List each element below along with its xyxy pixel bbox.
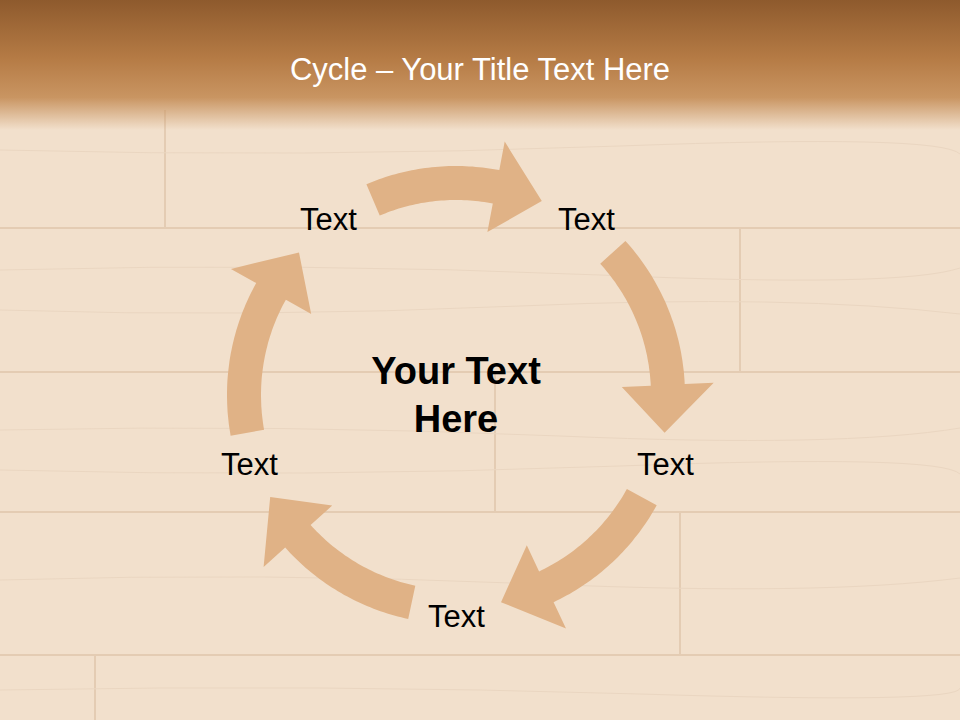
- cycle-label: Text: [422, 595, 491, 639]
- cycle-label: Text: [294, 198, 363, 242]
- slide-title: Cycle – Your Title Text Here: [0, 52, 960, 88]
- cycle-label: Text: [552, 198, 621, 242]
- cycle-arrow: [366, 142, 541, 232]
- center-text: Your Text Here: [337, 344, 575, 447]
- node-text: Your Text Here: [341, 348, 571, 443]
- cycle-arrow: [227, 253, 311, 436]
- node-text: Text: [300, 202, 357, 238]
- cycle-arrow: [501, 489, 657, 629]
- cycle-label: Text: [215, 443, 284, 487]
- cycle-arrow: [264, 497, 416, 619]
- cycle-arrow: [600, 241, 714, 433]
- node-text: Text: [221, 447, 278, 483]
- node-text: Text: [558, 202, 615, 238]
- node-text: Text: [428, 599, 485, 635]
- node-text: Text: [637, 447, 694, 483]
- cycle-label: Text: [631, 443, 700, 487]
- title-text: Cycle – Your Title Text Here: [290, 52, 670, 87]
